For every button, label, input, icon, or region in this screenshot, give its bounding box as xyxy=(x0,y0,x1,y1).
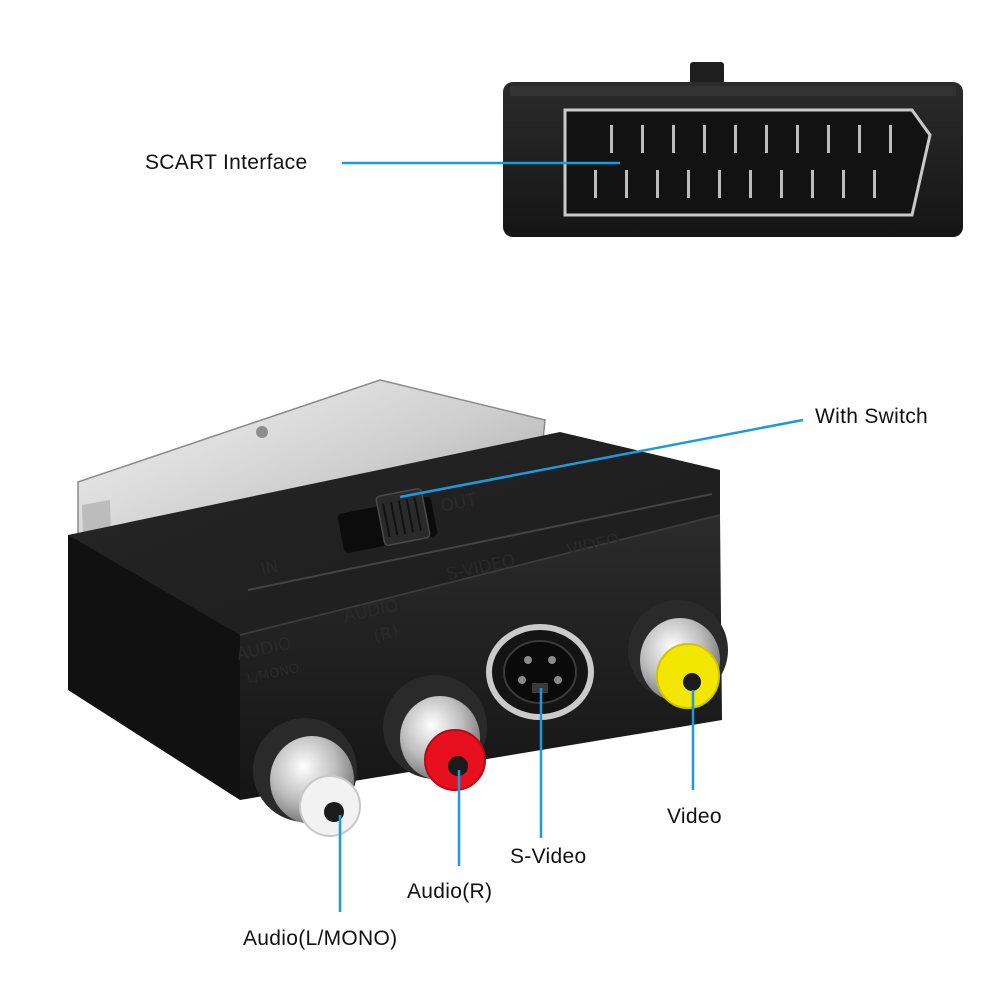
scart-pin xyxy=(765,125,768,153)
svideo-label: S-Video xyxy=(510,845,587,868)
scart-pin xyxy=(858,125,861,153)
audio-l-mono-label: Audio(L/MONO) xyxy=(243,927,398,950)
scart-pin xyxy=(749,170,752,198)
scart-pin xyxy=(594,170,597,198)
scart-pin xyxy=(889,125,892,153)
switch-callout-line xyxy=(399,418,804,499)
scart-pin xyxy=(811,170,814,198)
adapter-front xyxy=(240,515,722,800)
scart-pin xyxy=(625,170,628,198)
scart-pin xyxy=(734,125,737,153)
svideo-jack xyxy=(486,624,594,720)
scart-pins xyxy=(594,125,892,198)
scart-pin xyxy=(687,170,690,198)
video-jack xyxy=(628,600,728,709)
scart-connector-face xyxy=(503,62,963,237)
scart-pin xyxy=(796,125,799,153)
engraving-in: IN xyxy=(259,557,281,580)
scart-pin xyxy=(718,170,721,198)
scart-pin xyxy=(827,125,830,153)
scart-adapter-body: IN OUT VIDEO S-VIDEO AUDIO (R) AUDIO L/M… xyxy=(68,379,728,837)
callout-lines xyxy=(338,418,804,912)
audio-r-label: Audio(R) xyxy=(407,880,493,903)
scart-pin xyxy=(641,125,644,153)
scart-pin xyxy=(656,170,659,198)
scart-top-switch xyxy=(690,62,724,84)
scart-pin xyxy=(780,170,783,198)
scart-pin xyxy=(873,170,876,198)
scart-pin xyxy=(610,125,613,153)
audio-l-jack xyxy=(253,718,361,837)
adapter-side xyxy=(68,535,240,800)
audio-r-jack xyxy=(383,675,487,791)
scart-pin xyxy=(703,125,706,153)
with-switch-label: With Switch xyxy=(815,405,928,428)
scart-interface-label: SCART Interface xyxy=(145,151,308,174)
scart-pin xyxy=(842,170,845,198)
video-label: Video xyxy=(667,805,722,828)
scart-pin xyxy=(672,125,675,153)
